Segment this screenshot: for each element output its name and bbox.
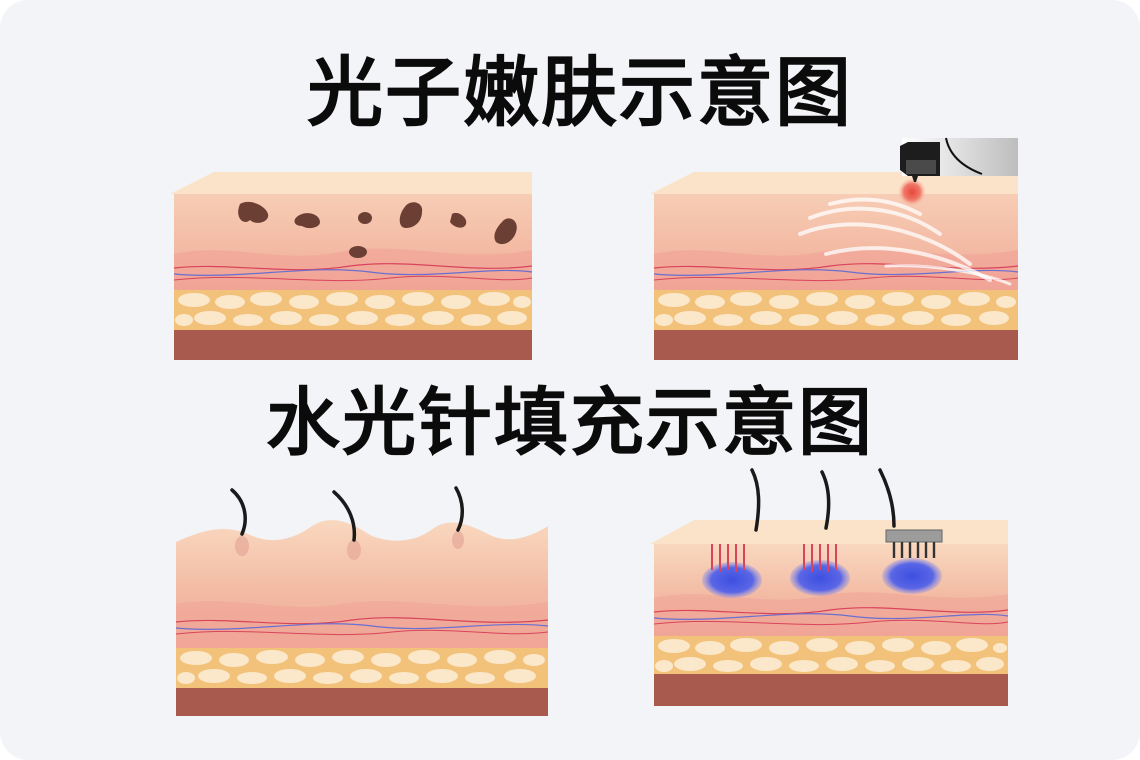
blood-vessel-red-2 (653, 619, 1009, 626)
fat-cells (655, 292, 1016, 326)
hair-icon (750, 468, 896, 532)
ipl-handpiece-icon (900, 137, 1018, 182)
wrinkle-shadows (235, 531, 464, 560)
blood-vessel-red (173, 263, 533, 271)
skin-panel-ipl (650, 137, 1019, 360)
fat-cells (655, 638, 1007, 672)
photorejuvenation-title: 光子嫩肤示意图 (307, 48, 853, 137)
skin-top-surface (650, 520, 1008, 544)
skin-top-surface (170, 172, 532, 194)
light-waves (798, 197, 1012, 286)
blood-vessel-red-2 (173, 275, 533, 282)
blood-vessel-blue (653, 613, 1009, 620)
blood-vessel-red-2 (175, 629, 549, 636)
blood-vessel-red (653, 263, 1019, 271)
blood-vessel-blue (173, 269, 533, 276)
hair-icon (230, 486, 464, 542)
blood-vessel-blue (175, 623, 549, 630)
epidermis-wave (654, 248, 1018, 290)
skin-panel-pigmented (170, 172, 533, 360)
skin-panel-filled (650, 468, 1009, 706)
fat-cells (177, 650, 545, 684)
epidermis-wave (174, 248, 532, 290)
muscle-layer (654, 674, 1008, 706)
filler-blob-icon (702, 558, 942, 598)
blood-vessel-red (653, 607, 1009, 615)
skin-top-surface (650, 172, 1018, 194)
pigment-spot-icon (238, 201, 517, 258)
muscle-layer (176, 688, 548, 716)
hydra-needle-title: 水光针填充示意图 (266, 380, 874, 466)
skin-panel-wrinkled (175, 486, 549, 716)
fat-cells (175, 292, 531, 326)
muscle-layer (174, 330, 532, 360)
light-focus-glow (898, 178, 926, 206)
microneedle-icon (885, 529, 943, 558)
needle-tracks (711, 544, 837, 572)
blood-vessel-red-2 (653, 275, 1019, 282)
muscle-layer (654, 330, 1018, 360)
blood-vessel-red (175, 617, 549, 625)
